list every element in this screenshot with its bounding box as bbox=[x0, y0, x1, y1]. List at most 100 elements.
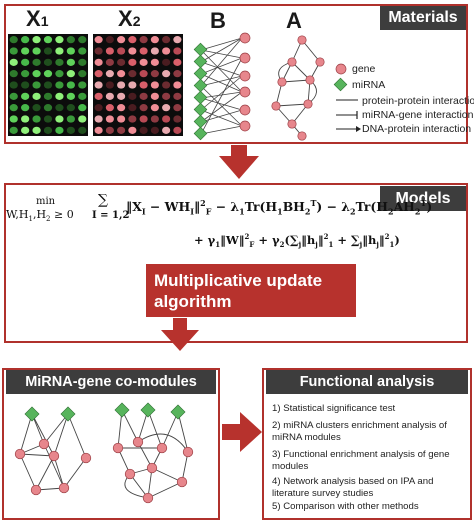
microarray-spot bbox=[105, 47, 114, 55]
microarray-spot bbox=[66, 115, 75, 123]
microarray-spot bbox=[117, 104, 126, 112]
microarray-spot bbox=[9, 104, 18, 112]
microarray-spot bbox=[128, 115, 137, 123]
objective-term-line2: + γ1‖W‖2F + γ2(∑j‖hj‖21 + ∑j‖hj‖21) bbox=[194, 232, 400, 250]
microarray-spot bbox=[128, 104, 137, 112]
microarray-spot bbox=[105, 36, 114, 44]
microarray-spot bbox=[139, 81, 148, 89]
microarray-spot bbox=[9, 36, 18, 44]
microarray-spot bbox=[173, 115, 182, 123]
microarray-spot bbox=[128, 58, 137, 66]
algorithm-label: Multiplicative update algorithm bbox=[146, 264, 356, 317]
microarray-spot bbox=[150, 104, 159, 112]
microarray-spot bbox=[173, 47, 182, 55]
microarray-spot bbox=[9, 47, 18, 55]
microarray-spot bbox=[117, 92, 126, 100]
legend-gene-label: gene bbox=[352, 63, 376, 75]
legend-mirna-icon bbox=[333, 77, 348, 92]
objective-equation: min W,H1,H2 ≥ 0 ∑ I = 1,2 ‖XI − WHI‖2F −… bbox=[6, 192, 433, 250]
microarray-spot bbox=[21, 92, 30, 100]
microarray-spot bbox=[9, 126, 18, 134]
microarray-spot bbox=[66, 126, 75, 134]
microarray-spot bbox=[78, 104, 87, 112]
comodules-header: MiRNA-gene co-modules bbox=[6, 370, 216, 394]
microarray-spot bbox=[21, 115, 30, 123]
comodule-network-1 bbox=[14, 406, 92, 496]
microarray-spot bbox=[43, 36, 53, 44]
microarray-spot bbox=[139, 47, 148, 55]
legend-gene-icon bbox=[335, 63, 347, 75]
microarray-spot bbox=[9, 92, 18, 100]
microarray-spot bbox=[43, 92, 53, 100]
microarray-spot bbox=[9, 81, 18, 89]
microarray-spot bbox=[105, 126, 114, 134]
label-a: A bbox=[286, 8, 302, 33]
microarray-spot bbox=[128, 92, 137, 100]
label-x2: X2 bbox=[118, 6, 141, 31]
microarray-spot bbox=[55, 115, 64, 123]
microarray-spot bbox=[21, 36, 30, 44]
models-header: Models bbox=[380, 186, 466, 211]
microarray-spot bbox=[94, 81, 103, 89]
microarray-spot bbox=[55, 70, 64, 78]
microarray-spot bbox=[43, 58, 53, 66]
microarray-spot bbox=[32, 104, 41, 112]
microarray-spot bbox=[43, 126, 53, 134]
microarray-spot bbox=[162, 104, 171, 112]
network-a bbox=[271, 35, 325, 141]
microarray-spot bbox=[32, 58, 41, 66]
microarray-spot bbox=[139, 58, 148, 66]
microarray-spot bbox=[32, 47, 41, 55]
microarray-spot bbox=[117, 47, 126, 55]
microarray-spot bbox=[139, 36, 148, 44]
microarray-spot bbox=[66, 36, 75, 44]
microarray-spot bbox=[105, 115, 114, 123]
comodule-network-2 bbox=[112, 402, 194, 504]
microarray-spot bbox=[162, 70, 171, 78]
microarray-spot bbox=[78, 47, 87, 55]
microarray-spot bbox=[128, 36, 137, 44]
microarray-spot bbox=[94, 92, 103, 100]
microarray-spot bbox=[55, 126, 64, 134]
microarray-spot bbox=[21, 70, 30, 78]
microarray-spot bbox=[162, 115, 171, 123]
microarray-spot bbox=[162, 58, 171, 66]
microarray-spot bbox=[139, 104, 148, 112]
microarray-spot bbox=[32, 81, 41, 89]
microarray-spot bbox=[128, 47, 137, 55]
microarray-spot bbox=[128, 81, 137, 89]
microarray-spot bbox=[173, 58, 182, 66]
microarray-spot bbox=[173, 36, 182, 44]
microarray-spot bbox=[32, 126, 41, 134]
microarray-spot bbox=[139, 115, 148, 123]
functional-list: 1) Statistical significance test 2) miRN… bbox=[262, 400, 472, 518]
microarray-spot bbox=[55, 81, 64, 89]
microarray-spot bbox=[105, 58, 114, 66]
functional-item: 1) Statistical significance test bbox=[272, 403, 396, 414]
label-b: B bbox=[210, 8, 226, 33]
microarray-spot bbox=[94, 58, 103, 66]
microarray-spot bbox=[117, 70, 126, 78]
microarray-spot bbox=[55, 92, 64, 100]
objective-term-line1: ‖XI − WHI‖2F − λ1Tr(H1BH2T) − λ2Tr(H2AH2… bbox=[126, 198, 433, 217]
microarray-spot bbox=[66, 58, 75, 66]
microarray-spot bbox=[117, 58, 126, 66]
functional-item: 3) Functional enrichment analysis of gen… bbox=[272, 449, 450, 472]
microarray-spot bbox=[43, 70, 53, 78]
microarray-spot bbox=[78, 126, 87, 134]
microarray-spot bbox=[66, 92, 75, 100]
functional-item: 4) Network analysis based on IPA and lit… bbox=[272, 476, 434, 499]
microarray-spot bbox=[66, 70, 75, 78]
microarray-spot bbox=[105, 70, 114, 78]
microarray-spot bbox=[173, 126, 182, 134]
microarray-spot bbox=[32, 115, 41, 123]
microarray-spot bbox=[105, 104, 114, 112]
microarray-spot bbox=[43, 104, 53, 112]
microarray-spot bbox=[150, 47, 159, 55]
microarray-spot bbox=[21, 104, 30, 112]
materials-header: Materials bbox=[380, 6, 466, 30]
microarray-spot bbox=[150, 58, 159, 66]
functional-header: Functional analysis bbox=[266, 370, 468, 394]
microarray-spot bbox=[173, 81, 182, 89]
microarray-spot bbox=[150, 81, 159, 89]
